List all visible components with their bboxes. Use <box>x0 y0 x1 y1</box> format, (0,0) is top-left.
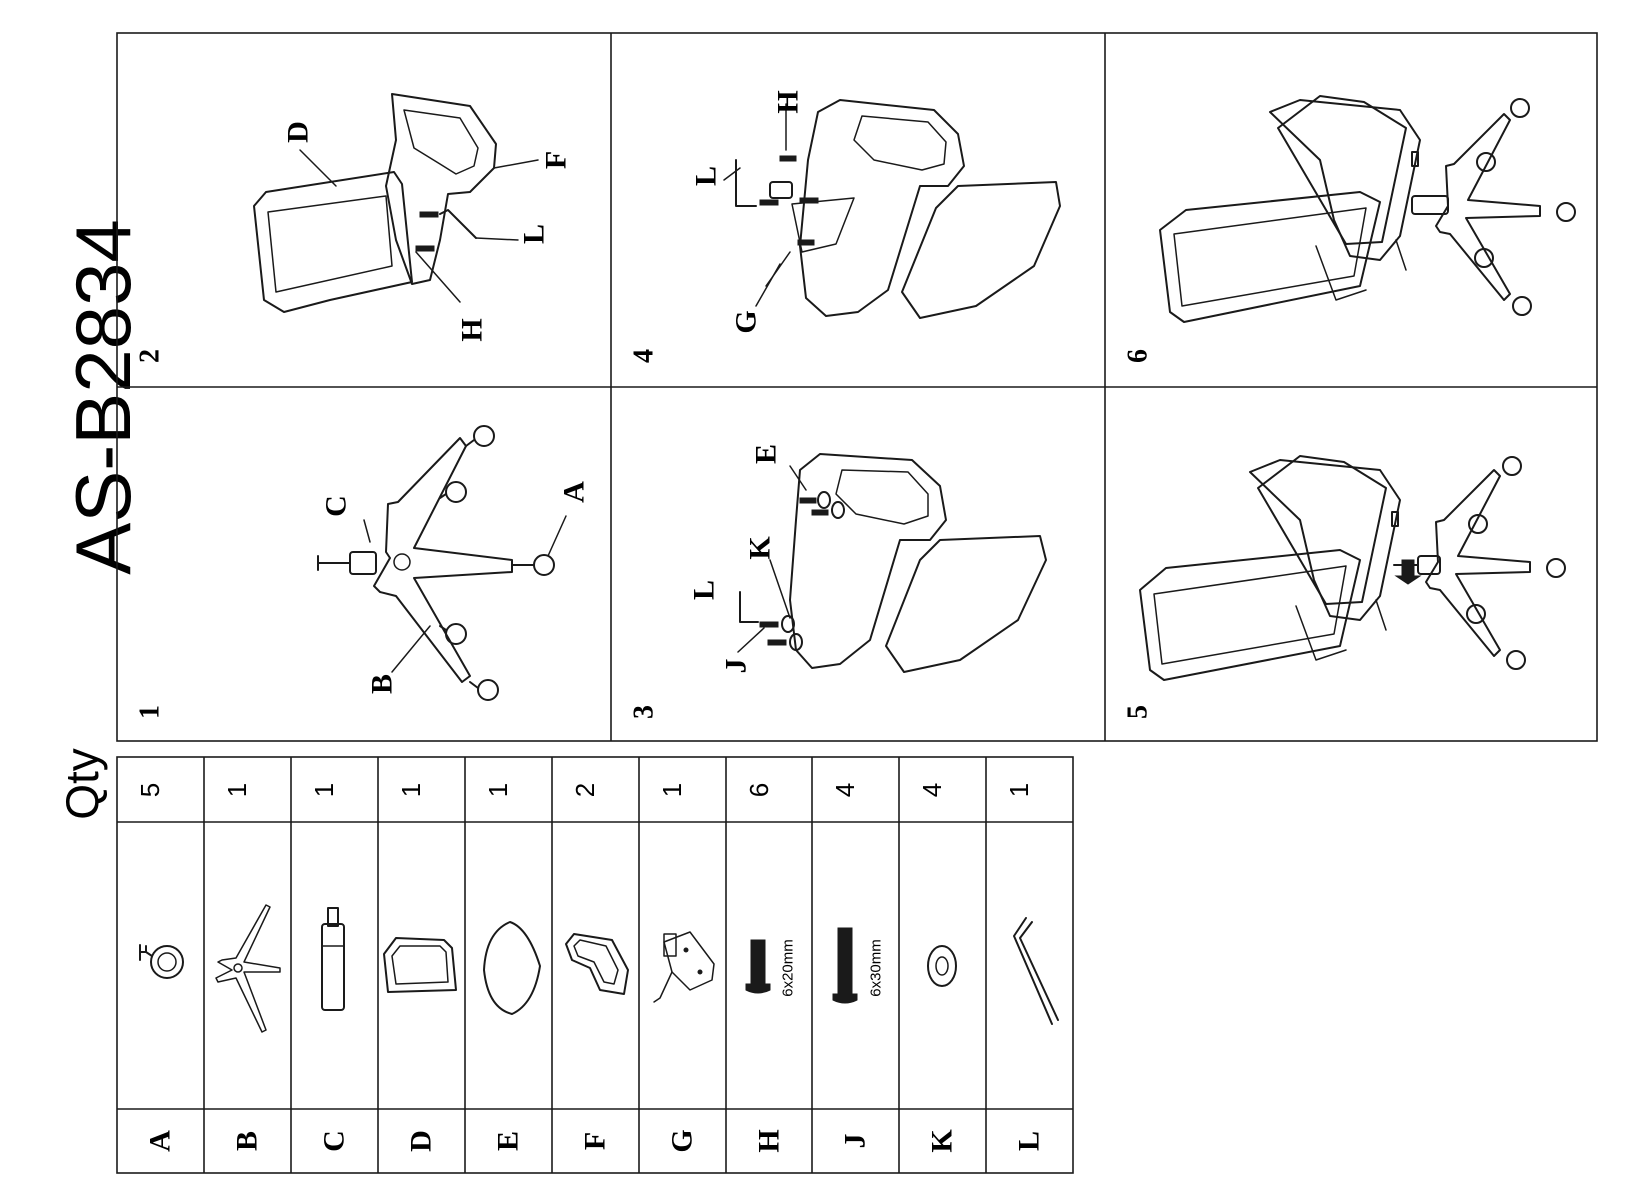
step-number-4: 4 <box>629 349 660 363</box>
step-4-callout-h: H <box>772 90 805 113</box>
part-letter-c: C <box>318 1130 351 1152</box>
part-illustrations: 6x20mm 6x30mm <box>139 904 1059 1033</box>
model-title: AS-B2834 <box>59 219 147 575</box>
bolt-j-size: 6x30mm <box>868 939 885 997</box>
armrest-icon <box>565 933 629 995</box>
qty-f: 2 <box>570 783 600 797</box>
step-5-illustration <box>1139 455 1566 681</box>
caster-icon <box>139 944 184 979</box>
seat-cushion-icon <box>483 921 541 1015</box>
step-numbers: 1 2 3 4 5 6 <box>135 349 1154 719</box>
part-quantities: 5 1 1 1 1 2 1 6 4 4 1 <box>135 783 1034 797</box>
step-number-5: 5 <box>1123 705 1154 719</box>
step-2-callout-f: F <box>540 151 573 169</box>
part-letters: A B C D E F G H J K L <box>144 1129 1046 1153</box>
part-letter-e: E <box>492 1131 525 1151</box>
step-2-illustration: D F L H <box>253 93 573 342</box>
bolt-short-icon: 6x20mm <box>745 939 797 997</box>
step-4-callout-l: L <box>690 166 723 186</box>
qty-h: 6 <box>744 783 774 797</box>
caster-bottom <box>469 679 499 701</box>
star-base-icon <box>215 904 281 1033</box>
qty-l: 1 <box>1004 783 1034 797</box>
qty-d: 1 <box>396 783 426 797</box>
step-number-6: 6 <box>1123 349 1154 363</box>
tilt-mechanism-icon <box>653 931 715 1003</box>
step-2-callout-h: H <box>456 318 489 341</box>
caster-right <box>511 554 555 576</box>
step-2-callout-d: D <box>282 121 315 143</box>
step-3-bolt-top <box>799 491 845 519</box>
step-3-callout-k: K <box>744 536 777 560</box>
part-letter-j: J <box>839 1134 872 1149</box>
bolt-long-icon: 6x30mm <box>832 927 885 1004</box>
step-2-callout-l: L <box>518 224 551 244</box>
step-6-illustration <box>1159 95 1576 323</box>
step-1-callout-c: C <box>320 495 353 517</box>
part-letter-h: H <box>753 1129 786 1152</box>
step-1-illustration: C A B <box>317 425 591 701</box>
allen-key-icon <box>1013 917 1059 1025</box>
part-letter-l: L <box>1013 1131 1046 1151</box>
part-letter-b: B <box>231 1131 264 1151</box>
part-letter-f: F <box>579 1132 612 1150</box>
caster-mid-top <box>439 481 467 503</box>
step-3-bolt-bottom <box>759 615 803 651</box>
bolt-h-size: 6x20mm <box>780 939 797 997</box>
step-number-3: 3 <box>629 705 660 719</box>
step-3-callout-j: J <box>720 659 753 674</box>
step-number-1: 1 <box>135 705 166 719</box>
part-letter-a: A <box>144 1130 177 1152</box>
step-3-illustration: E K L J <box>688 444 1047 674</box>
qty-c: 1 <box>309 783 339 797</box>
part-letter-k: K <box>926 1129 959 1153</box>
part-letter-d: D <box>405 1130 438 1152</box>
qty-a: 5 <box>135 783 165 797</box>
step-1-callout-a: A <box>558 481 591 503</box>
step-number-2: 2 <box>135 349 166 363</box>
part-letter-g: G <box>666 1129 699 1152</box>
step-4-callout-g: G <box>730 310 763 333</box>
qty-e: 1 <box>483 783 513 797</box>
caster-top <box>465 425 495 447</box>
qty-heading: Qty <box>56 748 108 820</box>
washer-icon <box>927 945 957 987</box>
gas-lift-icon <box>321 907 345 1011</box>
step-3-callout-l: L <box>688 580 721 600</box>
parts-table <box>116 756 1074 1174</box>
qty-b: 1 <box>222 783 252 797</box>
step-3-callout-e: E <box>750 444 783 464</box>
step-1-callout-b: B <box>366 674 399 694</box>
qty-g: 1 <box>657 783 687 797</box>
qty-k: 4 <box>917 783 947 797</box>
backrest-frame-icon <box>383 937 457 993</box>
caster-mid-bottom <box>439 623 467 645</box>
qty-j: 4 <box>830 783 860 797</box>
step-grid <box>116 32 1598 742</box>
step-4-illustration: H L G <box>690 90 1061 334</box>
